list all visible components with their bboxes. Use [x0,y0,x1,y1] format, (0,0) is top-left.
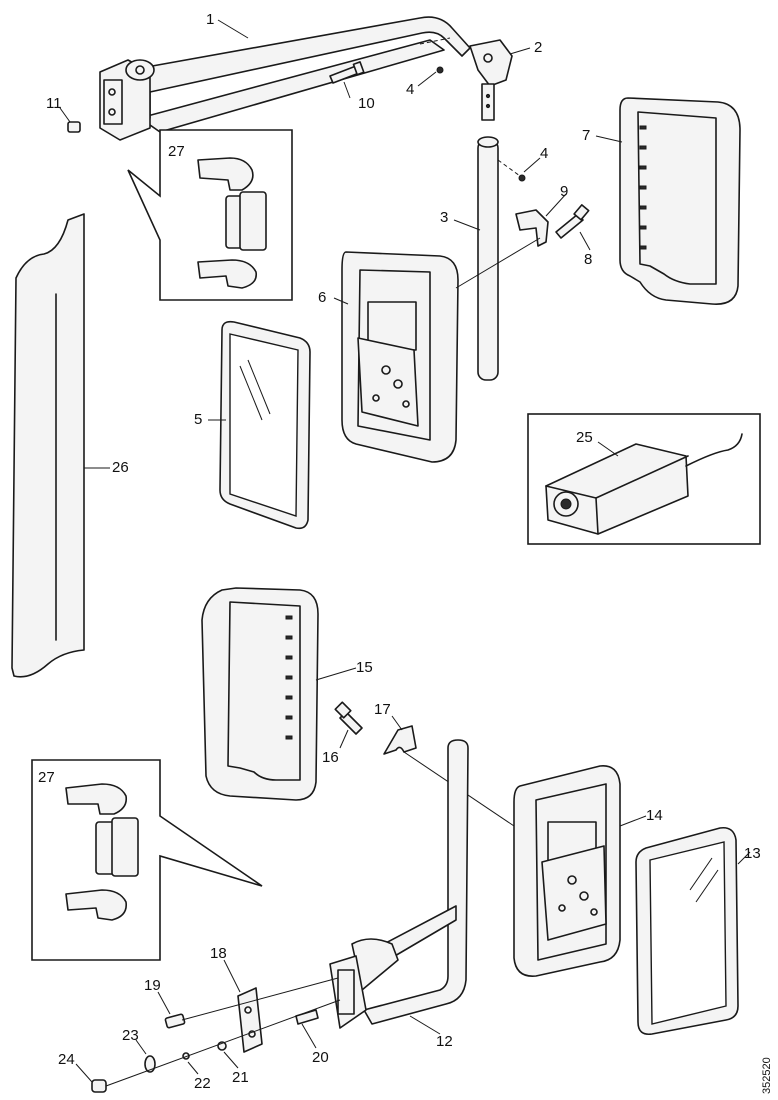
callout-18: 18 [210,945,227,962]
callout-3: 3 [440,209,448,226]
clip-9 [515,209,549,247]
callout-20: 20 [312,1049,329,1066]
mirror-frame-7 [619,97,741,305]
swivel-clamp-2 [469,39,513,121]
cover-26 [11,213,85,678]
mirror-glass-5 [219,320,311,530]
bolt-16 [334,701,363,735]
nut-24 [91,1079,107,1093]
callout-2: 2 [534,39,542,56]
mirror-shell-14 [513,765,621,977]
inset-27-lower [31,759,263,961]
cap-11 [67,121,81,133]
bolt-19 [164,1013,186,1029]
callout-leaders [59,19,751,1083]
bolt-20 [295,1009,319,1025]
callout-21: 21 [232,1069,249,1086]
screw-4-middle [497,159,526,182]
callout-8: 8 [584,251,592,268]
mirror-glass-13 [635,826,739,1036]
callout-26: 26 [112,459,129,476]
callout-4-middle: 4 [540,145,548,162]
callout-19: 19 [144,977,161,994]
callout-1: 1 [206,11,214,28]
inset-25-motor [527,413,761,545]
callout-27-lower: 27 [38,769,55,786]
callout-10: 10 [358,95,375,112]
callout-labels: 1 2 3 4 4 5 6 7 8 9 10 11 12 13 14 15 16… [38,11,761,1092]
callout-7: 7 [582,127,590,144]
callout-17: 17 [374,701,391,718]
callout-16: 16 [322,749,339,766]
callout-25: 25 [576,429,593,446]
document-number: 352520 [761,1057,773,1094]
callout-6: 6 [318,289,326,306]
link-line-6-9 [455,237,541,289]
callout-22: 22 [194,1075,211,1092]
callout-27-upper: 27 [168,143,185,160]
mirror-frame-15 [201,587,319,801]
inset-27-upper [127,129,293,301]
callout-23: 23 [122,1027,139,1044]
washer-23 [144,1055,156,1073]
callout-12: 12 [436,1033,453,1050]
callout-4-upper: 4 [406,81,414,98]
bolt-10 [329,61,365,84]
tube-3 [477,136,499,381]
callout-14: 14 [646,807,663,824]
bolt-8 [555,204,590,239]
callout-11: 11 [46,95,62,112]
assembly-line-lower-b [181,977,339,1021]
callout-24: 24 [58,1051,75,1068]
screw-4-upper [419,37,451,74]
mirror-arm-upper [99,16,471,141]
assembly-line-lower-a [105,999,341,1087]
callout-5: 5 [194,411,202,428]
callout-13: 13 [744,845,761,862]
callout-9: 9 [560,183,568,200]
mirror-shell-6 [341,251,459,463]
mirror-arm-lower [329,739,469,1029]
callout-15: 15 [356,659,373,676]
clip-17 [383,725,417,755]
bracket-18 [237,987,263,1053]
